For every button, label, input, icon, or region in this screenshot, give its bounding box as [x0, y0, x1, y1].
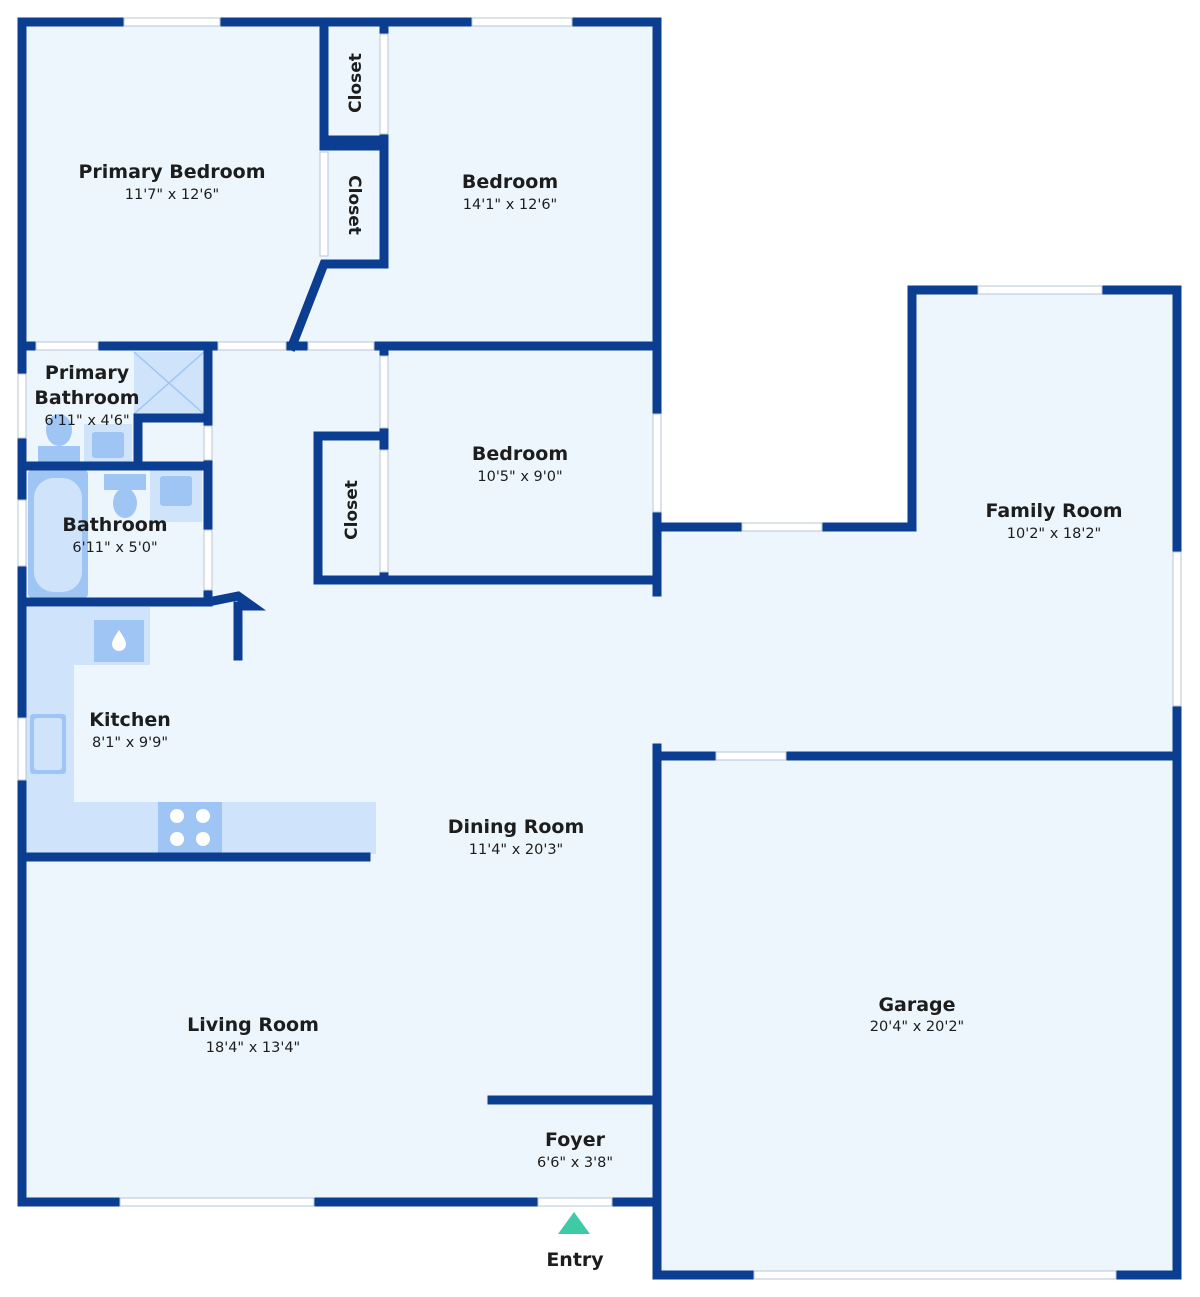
room-dim-foyer: 6'6" x 3'8"	[537, 1155, 613, 1171]
fixtures	[26, 351, 376, 857]
room-name-living-room: Living Room	[187, 1014, 319, 1036]
room-dim-living-room: 18'4" x 13'4"	[206, 1040, 300, 1056]
closet-label-1: Closet	[346, 53, 366, 113]
room-labels: Primary Bedroom 11'7" x 12'6" Bedroom 14…	[34, 161, 1122, 1271]
room-dim-bedroom-2: 10'5" x 9'0"	[477, 469, 562, 485]
bathtub-basin	[34, 478, 82, 592]
closet-label-2: Closet	[344, 175, 364, 235]
kitchen-sink-basin	[34, 718, 62, 770]
room-dim-bathroom: 6'11" x 5'0"	[72, 540, 157, 556]
doorway	[307, 341, 375, 351]
closet-door	[379, 355, 389, 429]
room-name-bedroom-2: Bedroom	[472, 443, 568, 465]
window	[1172, 551, 1182, 707]
doorway	[715, 751, 787, 761]
entry-label: Entry	[546, 1249, 604, 1271]
window	[652, 413, 662, 513]
openings	[17, 17, 1182, 1280]
room-name-primary-bathroom-line2: Bathroom	[34, 387, 139, 409]
window	[471, 17, 573, 27]
room-dim-bedroom-1: 14'1" x 12'6"	[463, 197, 557, 213]
primary-toilet-icon	[38, 446, 80, 464]
window	[123, 17, 221, 27]
room-dim-garage: 20'4" x 20'2"	[870, 1019, 964, 1035]
room-name-primary-bathroom-line1: Primary	[45, 362, 130, 384]
bath-door	[203, 425, 213, 461]
closet-door	[379, 33, 389, 135]
window	[17, 717, 27, 781]
entry-arrow-icon	[558, 1212, 590, 1234]
room-dim-dining-room: 11'4" x 20'3"	[469, 842, 563, 858]
doorway	[741, 522, 823, 532]
room-dim-kitchen: 8'1" x 9'9"	[92, 735, 168, 751]
closet-door	[379, 449, 389, 573]
room-dim-family-room: 10'2" x 18'2"	[1007, 526, 1101, 542]
room-name-bathroom: Bathroom	[62, 514, 167, 536]
bath-toilet-icon	[104, 474, 146, 490]
room-name-bedroom-1: Bedroom	[462, 171, 558, 193]
window	[977, 285, 1103, 295]
doorway	[217, 341, 287, 351]
stove-icon	[158, 802, 222, 854]
room-name-kitchen: Kitchen	[89, 709, 171, 731]
closet-door	[319, 151, 329, 257]
room-name-family-room: Family Room	[985, 500, 1122, 522]
water-drop-icon	[112, 630, 126, 651]
window	[17, 373, 27, 439]
closet-labels: Closet Closet Closet	[342, 53, 366, 540]
window	[119, 1197, 315, 1207]
bath-door	[203, 529, 213, 591]
floor-area	[22, 22, 1177, 1275]
entry-door	[537, 1197, 613, 1207]
closet-label-3: Closet	[342, 480, 362, 540]
doorway	[35, 341, 99, 351]
window	[17, 499, 27, 567]
room-name-foyer: Foyer	[545, 1129, 606, 1151]
room-name-primary-bedroom: Primary Bedroom	[78, 161, 265, 183]
room-dim-primary-bedroom: 11'7" x 12'6"	[125, 187, 219, 203]
room-dim-primary-bathroom: 6'11" x 4'6"	[44, 413, 129, 429]
garage-door	[753, 1270, 1117, 1280]
room-name-garage: Garage	[878, 994, 955, 1016]
room-name-dining-room: Dining Room	[448, 816, 585, 838]
